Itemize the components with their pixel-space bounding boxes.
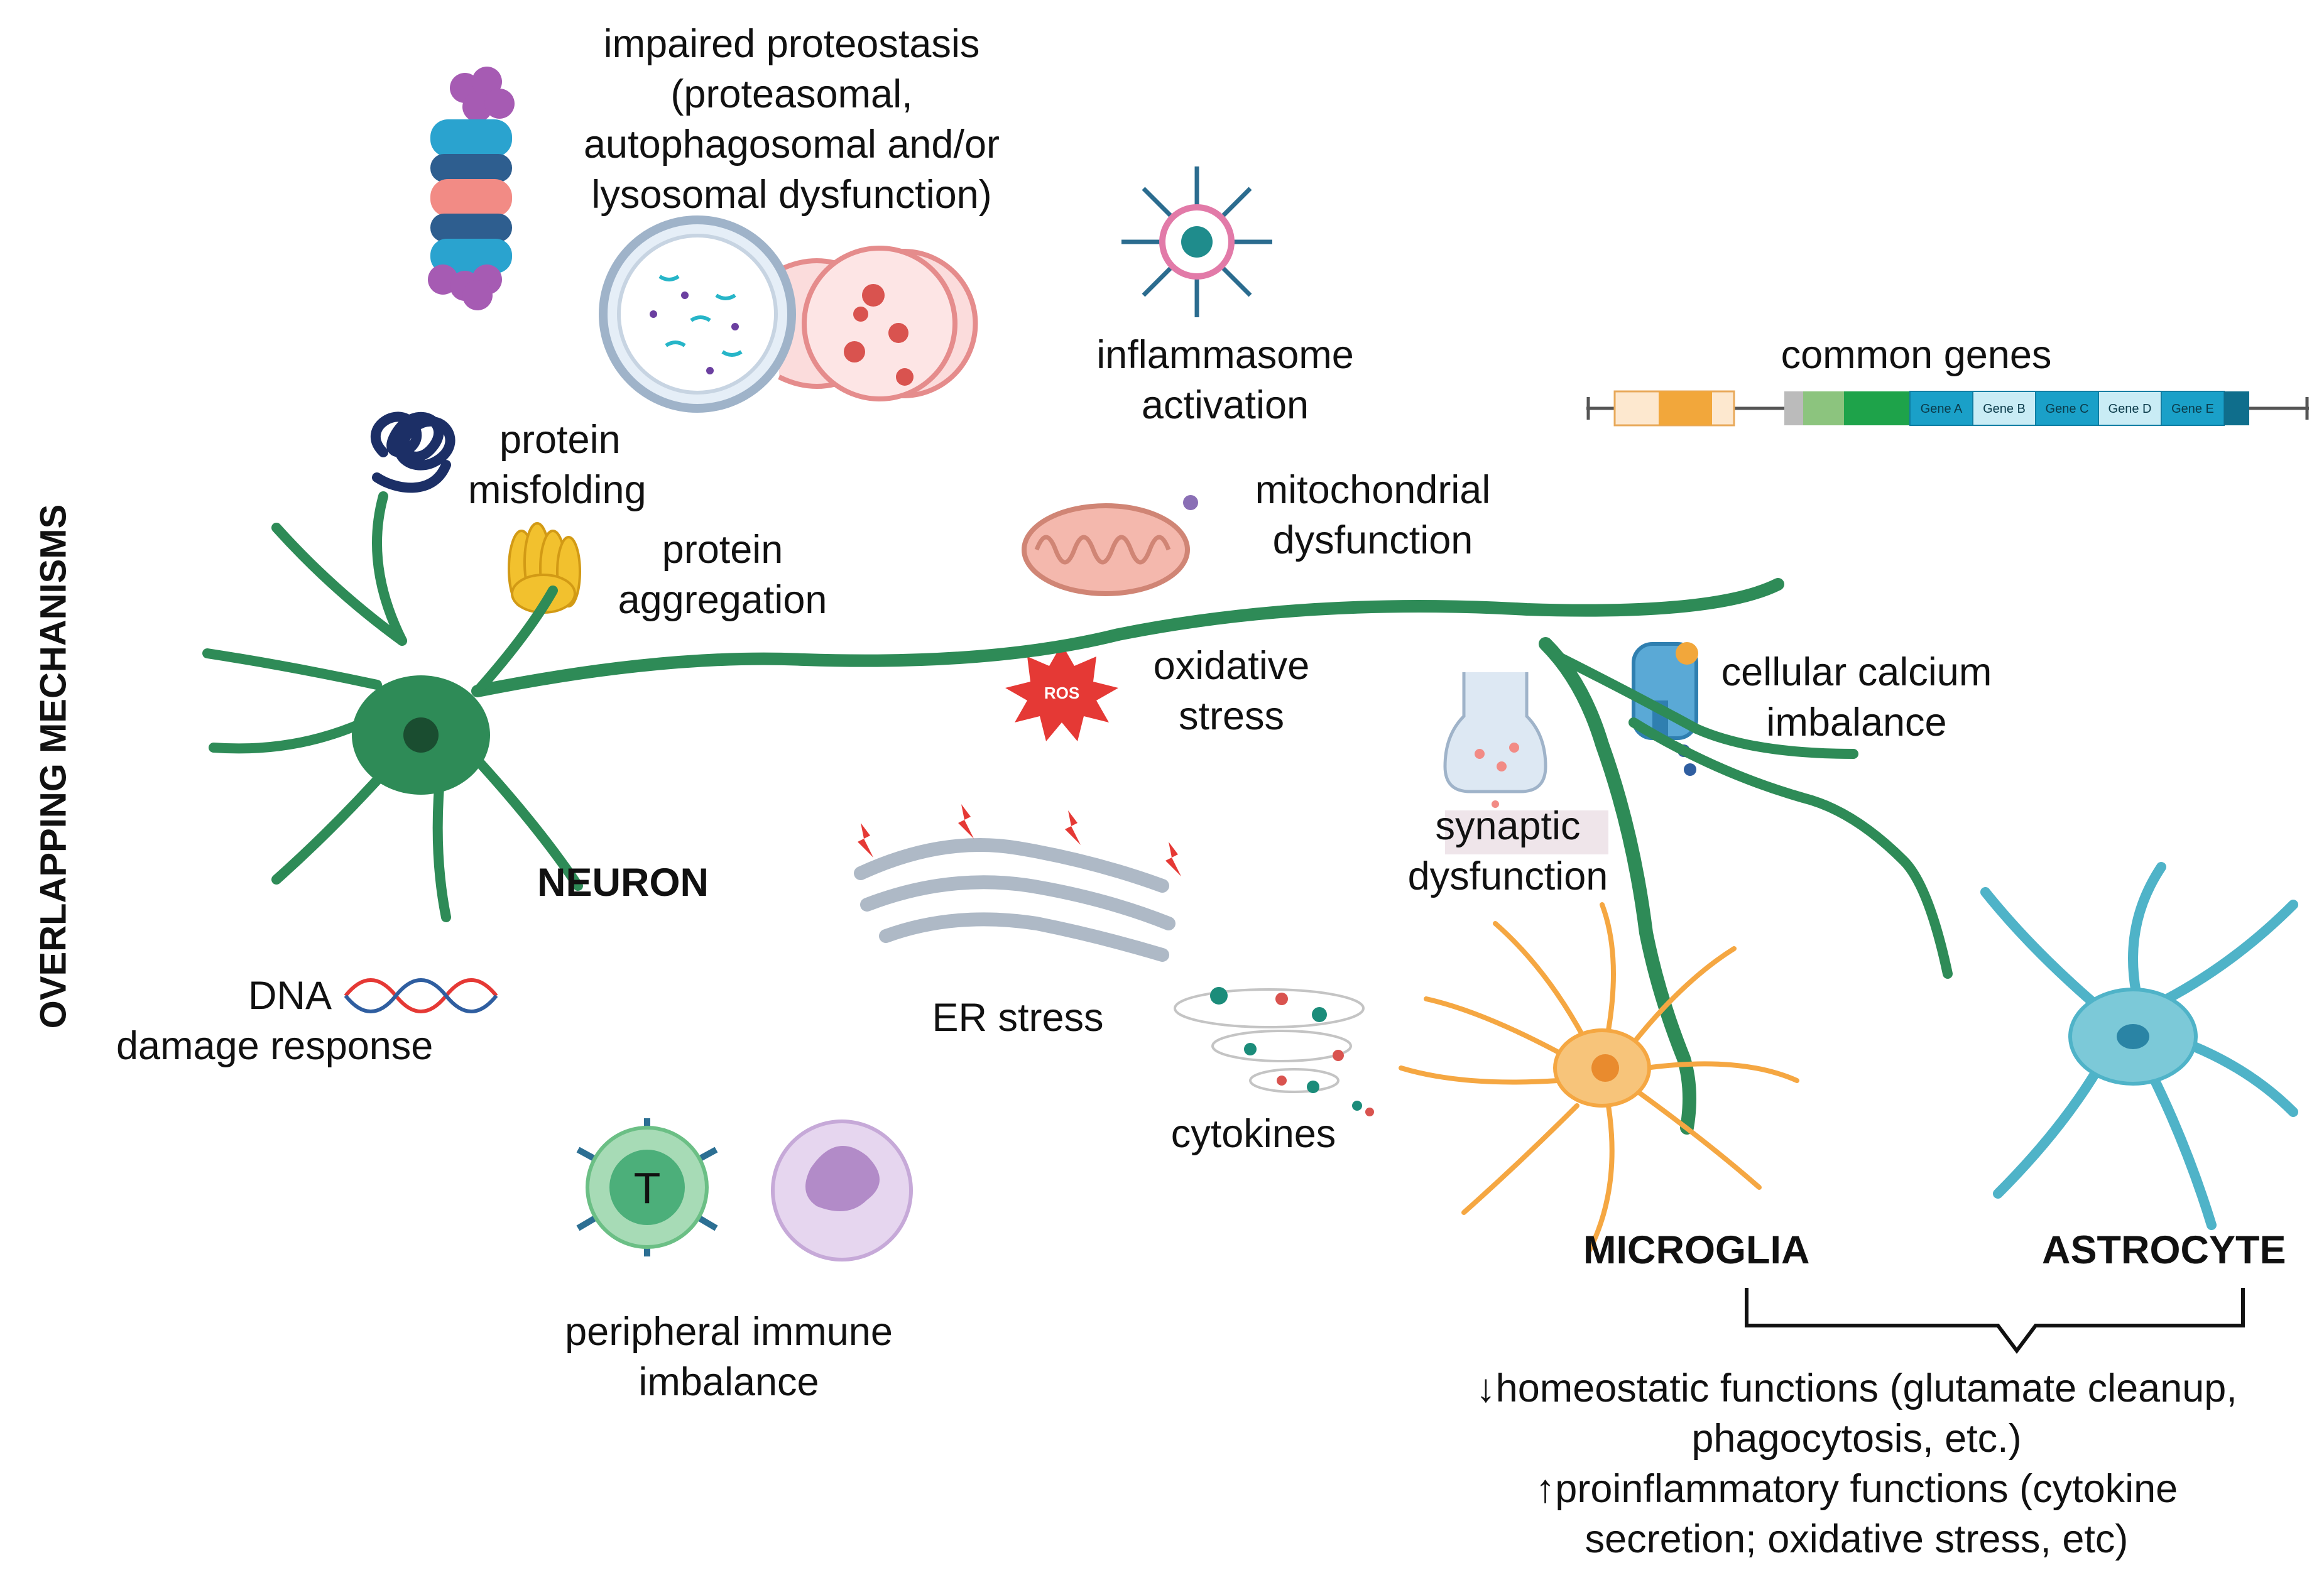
- protein-aggregate-icon: [508, 522, 581, 614]
- ros-icon: ROS: [1005, 644, 1118, 741]
- dna-icon: [344, 978, 498, 1013]
- immune-cell-icon: [771, 1120, 913, 1261]
- gene-box: [2161, 391, 2225, 426]
- gene-box: [2035, 391, 2099, 426]
- gene-label: Gene B: [1983, 402, 2026, 416]
- misfolded-protein-icon: [370, 411, 456, 493]
- gene-label: Gene A: [1921, 402, 1963, 416]
- svg-text:T: T: [634, 1163, 661, 1212]
- label-neuron: NEURON: [537, 861, 709, 905]
- label-proteostasis: impaired proteostasis(proteasomal, autop…: [584, 22, 1000, 217]
- t-cell-icon: T: [576, 1118, 718, 1256]
- glia-bracket: [1745, 1288, 2245, 1354]
- synapse-icon: [1443, 672, 1608, 854]
- svg-text:ROS: ROS: [1044, 684, 1079, 702]
- gene-box: [2098, 391, 2162, 426]
- side-title: OVERLAPPING MECHANISMS: [33, 504, 74, 1029]
- microglia-icon: [1399, 902, 1799, 1253]
- proteasome-icon: [428, 67, 515, 310]
- mitochondrion-icon: [1022, 495, 1198, 596]
- gene-label: Gene E: [2171, 402, 2214, 416]
- cytokine-icon: [1174, 987, 1374, 1116]
- label-cytokines: cytokines: [1170, 1112, 1336, 1156]
- label-common-genes: common genes: [1781, 333, 2052, 377]
- astrocyte-icon: [1980, 862, 2298, 1230]
- gene-label: Gene C: [2046, 402, 2089, 416]
- autophagosome-lysosome-icon: [599, 215, 978, 413]
- gene-tail: [2224, 391, 2249, 425]
- gene-label: Gene D: [2109, 402, 2152, 416]
- inflammasome-icon: [1121, 166, 1272, 317]
- label-er-stress: ER stress: [932, 996, 1104, 1040]
- er-icon: [854, 804, 1181, 962]
- label-microglia: MICROGLIA: [1583, 1228, 1810, 1272]
- label-astrocyte: ASTROCYTE: [2042, 1228, 2286, 1272]
- glia-footnote: ↓homeostatic functions (glutamate cleanu…: [1476, 1366, 2237, 1561]
- gene-box: [1972, 391, 2036, 426]
